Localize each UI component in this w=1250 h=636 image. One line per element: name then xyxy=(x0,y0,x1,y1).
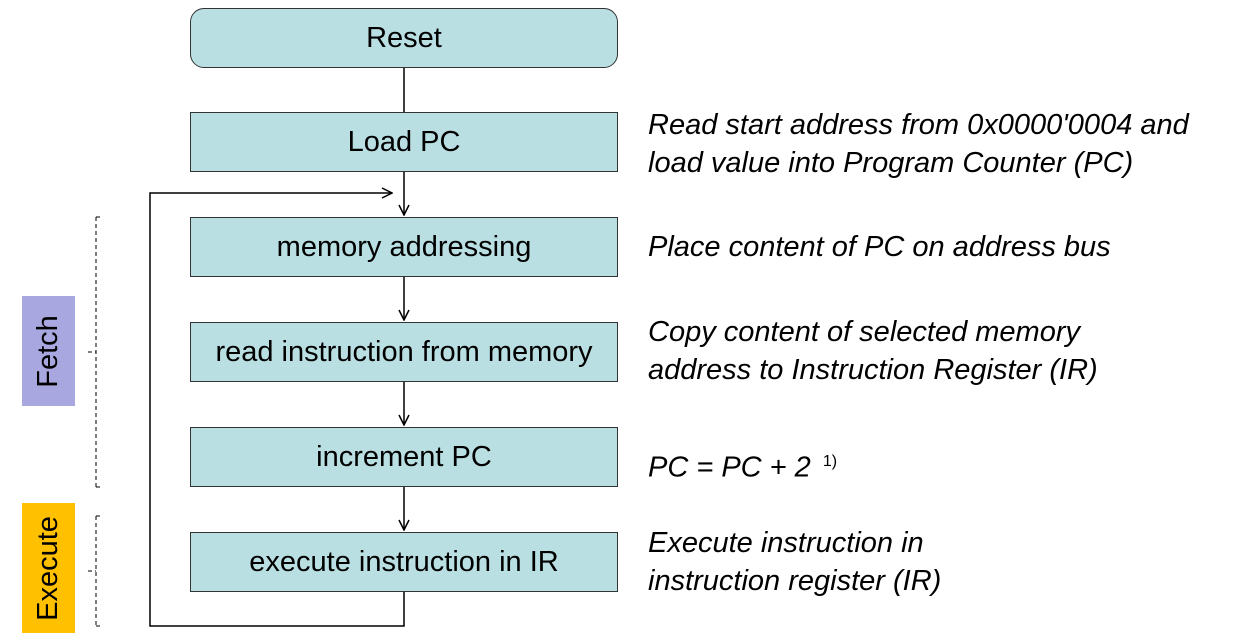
desc-line: Place content of PC on address bus xyxy=(648,231,1111,263)
memory-addressing-box: memory addressing xyxy=(190,217,618,277)
desc-line: Execute instruction in xyxy=(648,527,924,559)
increment-pc-box: increment PC xyxy=(190,427,618,487)
fetch-label-text: Fetch xyxy=(32,314,64,388)
read-instruction-box: read instruction from memory xyxy=(190,322,618,382)
memory-addressing-label: memory addressing xyxy=(276,230,532,263)
execute-label-text: Execute xyxy=(32,515,65,621)
fetch-bracket xyxy=(88,216,103,488)
desc-line: instruction register (IR) xyxy=(648,565,942,597)
desc-line: Copy content of selected memory xyxy=(648,316,1080,348)
execute-phase-label: Execute xyxy=(22,503,75,633)
reset-label: Reset xyxy=(366,21,442,54)
loop-back-line xyxy=(149,193,405,627)
footnote-marker: 1) xyxy=(822,453,838,470)
memory-addressing-description: Place content of PC on address bus xyxy=(648,228,1111,266)
desc-line: load value into Program Counter (PC) xyxy=(648,147,1134,179)
load-pc-label: Load PC xyxy=(347,125,461,158)
execute-instruction-box: execute instruction in IR xyxy=(190,532,618,592)
load-pc-box: Load PC xyxy=(190,112,618,172)
fetch-phase-label: Fetch xyxy=(22,296,75,406)
desc-line: PC = PC + 2 xyxy=(648,451,811,484)
increment-pc-description: PC = PC + 2 1) xyxy=(648,443,837,487)
read-instruction-description: Copy content of selected memory address … xyxy=(648,313,1098,389)
execute-instruction-description: Execute instruction in instruction regis… xyxy=(648,524,941,600)
desc-line: address to Instruction Register (IR) xyxy=(648,354,1098,386)
desc-line: Read start address from 0x0000'0004 and xyxy=(648,109,1189,141)
execute-instruction-label: execute instruction in IR xyxy=(249,545,559,578)
increment-pc-label: increment PC xyxy=(316,440,492,473)
read-instruction-label: read instruction from memory xyxy=(215,335,593,368)
reset-box: Reset xyxy=(190,8,618,68)
execute-bracket xyxy=(88,515,103,627)
load-pc-description: Read start address from 0x0000'0004 and … xyxy=(648,106,1189,182)
